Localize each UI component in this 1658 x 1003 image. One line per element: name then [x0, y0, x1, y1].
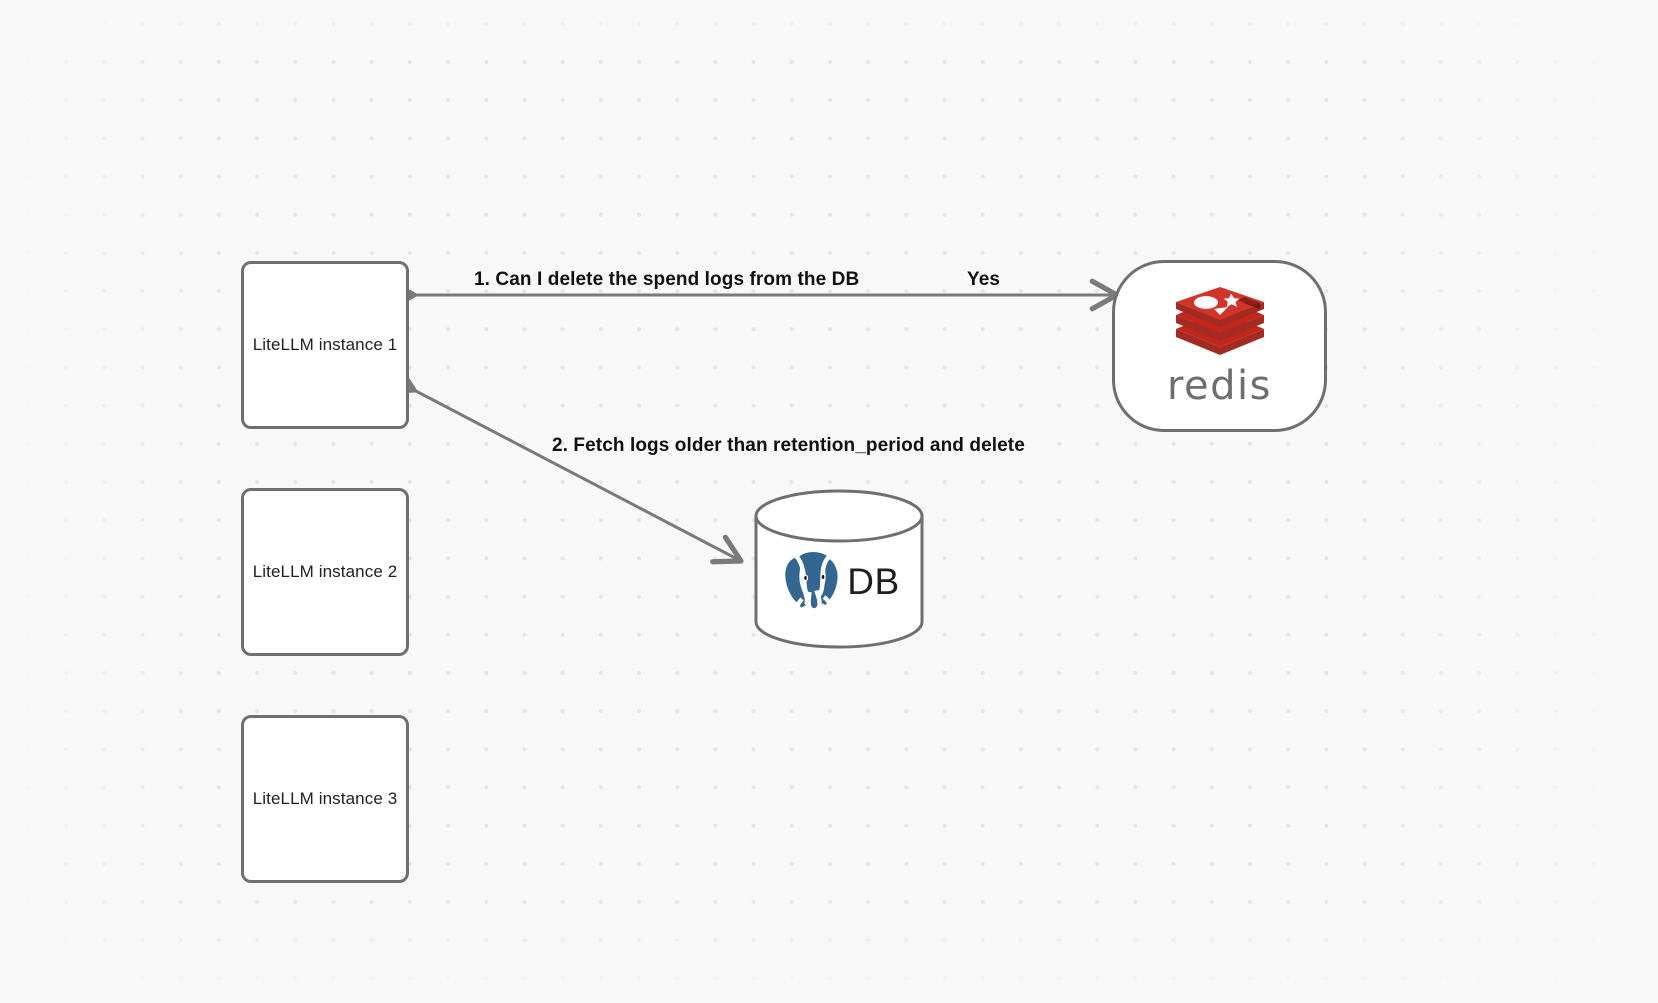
redis-wordmark-label: redis: [1166, 362, 1273, 409]
node-litellm-instance-2-label: LiteLLM instance 2: [252, 562, 398, 581]
node-litellm-instance-1-label: LiteLLM instance 1: [252, 335, 398, 354]
node-litellm-instance-2[interactable]: LiteLLM instance 2: [241, 488, 409, 656]
node-litellm-instance-3-label: LiteLLM instance 3: [252, 789, 398, 808]
redis-logo-icon: [1168, 286, 1272, 364]
edge-label-step-2: 2. Fetch logs older than retention_perio…: [552, 435, 1025, 456]
edge-label-step-1: 1. Can I delete the spend logs from the …: [474, 269, 860, 290]
database-label: DB: [847, 561, 900, 602]
node-litellm-instance-1[interactable]: LiteLLM instance 1: [241, 261, 409, 429]
node-database[interactable]: DB: [753, 489, 925, 649]
edge-litellm1-db: [383, 363, 744, 565]
node-litellm-instance-3[interactable]: LiteLLM instance 3: [241, 715, 409, 883]
postgresql-elephant-icon: [778, 547, 846, 618]
edge-label-step-1-answer: Yes: [967, 269, 1001, 290]
node-redis[interactable]: redis: [1112, 260, 1327, 432]
